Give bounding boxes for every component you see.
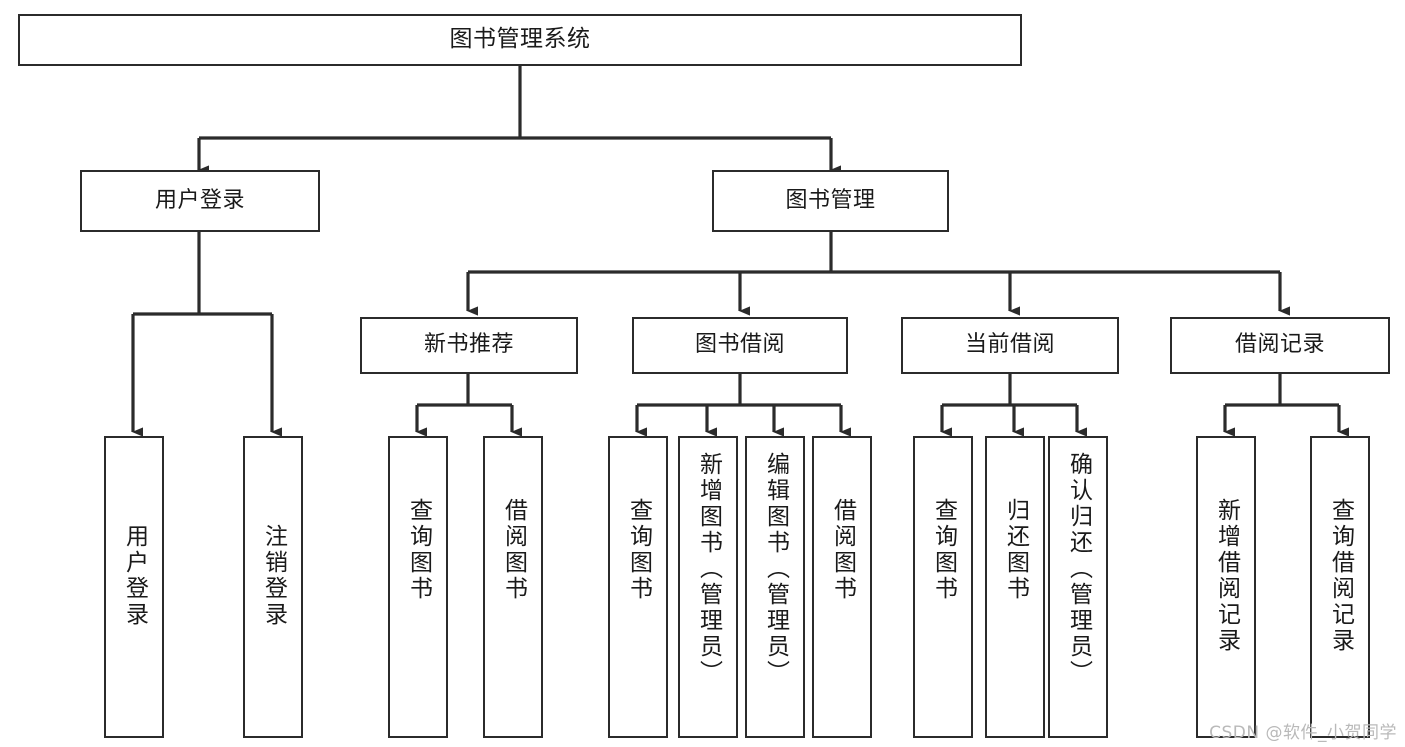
leaf-add-book-admin[interactable]: 新增图书（管理员） bbox=[678, 436, 738, 738]
leaf-query-borrow-record[interactable]: 查询借阅记录 bbox=[1310, 436, 1370, 738]
leaf-borrow-books-bb[interactable]: 借阅图书 bbox=[812, 436, 872, 738]
node-label: 用户登录 bbox=[121, 524, 148, 628]
node-new-book-recommendation[interactable]: 新书推荐 bbox=[360, 317, 578, 374]
node-label: 新书推荐 bbox=[423, 332, 514, 358]
node-label: 查询图书 bbox=[625, 498, 652, 602]
node-label: 查询图书 bbox=[405, 498, 432, 602]
node-label: 借阅图书 bbox=[829, 498, 856, 602]
leaf-return-books[interactable]: 归还图书 bbox=[985, 436, 1045, 738]
leaf-confirm-return-admin[interactable]: 确认归还（管理员） bbox=[1048, 436, 1108, 738]
node-label: 归还图书 bbox=[1002, 498, 1029, 602]
node-book-borrowing[interactable]: 图书借阅 bbox=[632, 317, 848, 374]
node-label: 编辑图书（管理员） bbox=[762, 452, 789, 686]
node-book-management[interactable]: 图书管理 bbox=[712, 170, 949, 232]
node-label: 确认归还（管理员） bbox=[1065, 452, 1092, 686]
node-label: 注销登录 bbox=[260, 524, 287, 628]
node-label: 查询图书 bbox=[930, 498, 957, 602]
node-user-login[interactable]: 用户登录 bbox=[80, 170, 320, 232]
leaf-query-books-cb[interactable]: 查询图书 bbox=[913, 436, 973, 738]
leaf-query-books-nbr[interactable]: 查询图书 bbox=[388, 436, 448, 738]
node-label: 用户登录 bbox=[154, 187, 245, 213]
node-current-borrowing[interactable]: 当前借阅 bbox=[901, 317, 1119, 374]
node-label: 图书借阅 bbox=[694, 332, 785, 358]
node-label: 借阅记录 bbox=[1234, 332, 1325, 358]
leaf-user-login[interactable]: 用户登录 bbox=[104, 436, 164, 738]
node-label: 图书管理 bbox=[785, 187, 876, 213]
leaf-query-books-bb[interactable]: 查询图书 bbox=[608, 436, 668, 738]
leaf-logout[interactable]: 注销登录 bbox=[243, 436, 303, 738]
node-label: 查询借阅记录 bbox=[1327, 498, 1354, 654]
node-label: 新增图书（管理员） bbox=[695, 452, 722, 686]
leaf-add-borrow-record[interactable]: 新增借阅记录 bbox=[1196, 436, 1256, 738]
node-label: 当前借阅 bbox=[964, 332, 1055, 358]
node-label: 借阅图书 bbox=[500, 498, 527, 602]
node-book-management-system[interactable]: 图书管理系统 bbox=[18, 14, 1022, 66]
leaf-edit-book-admin[interactable]: 编辑图书（管理员） bbox=[745, 436, 805, 738]
node-label: 新增借阅记录 bbox=[1213, 498, 1240, 654]
node-borrowing-record[interactable]: 借阅记录 bbox=[1170, 317, 1390, 374]
leaf-borrow-books-nbr[interactable]: 借阅图书 bbox=[483, 436, 543, 738]
node-label: 图书管理系统 bbox=[449, 26, 591, 53]
csdn-watermark: CSDN @软件_小贺同学 bbox=[1209, 723, 1397, 743]
